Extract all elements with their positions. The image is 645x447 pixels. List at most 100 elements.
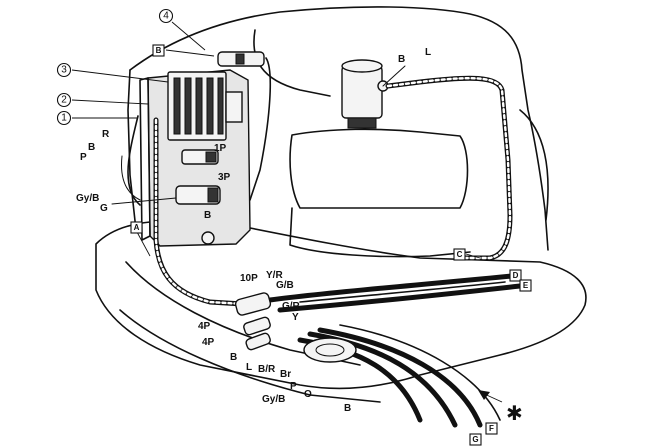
- wire-left-p: [121, 155, 141, 201]
- rectifier-fin: [173, 77, 181, 135]
- ref-box-f: F: [489, 424, 494, 433]
- wire-top-loop: [249, 57, 272, 201]
- harness-coil-loop-inner: [386, 76, 512, 260]
- label-p-left: P: [80, 152, 87, 163]
- bracket-edge: [139, 77, 151, 241]
- ref-box-a: A: [134, 223, 140, 232]
- wire-labels: R B P Gy/B G 1P 3P B B L 10P Y/R G/B G/R…: [76, 47, 431, 414]
- label-b-coil: B: [398, 54, 405, 65]
- ref-box-d: D: [513, 271, 519, 280]
- ref-box-a-frame: [130, 221, 143, 234]
- engine-outline: [95, 6, 587, 403]
- leader-b-box: [165, 49, 215, 57]
- rectifier-fin: [184, 77, 192, 135]
- wire-left-g: [111, 197, 177, 205]
- label-gb: G/B: [276, 280, 294, 291]
- top-connector: [217, 51, 265, 67]
- rectifier-side-block: [225, 91, 243, 123]
- rectifier-fin: [206, 77, 214, 135]
- label-g-left: G: [100, 203, 108, 214]
- leader-lines: [71, 21, 503, 403]
- label-yr: Y/R: [266, 270, 283, 281]
- ref-box-g-frame: [469, 433, 482, 446]
- callout-circle-3: [56, 62, 72, 78]
- connector-3p-cap: [207, 187, 219, 203]
- label-b-left: B: [88, 142, 95, 153]
- connector-1p-cap: [205, 151, 217, 163]
- leader-c3: [71, 69, 169, 83]
- tray-outline: [95, 221, 587, 390]
- label-b-lower: B: [230, 352, 237, 363]
- ref-box-g: G: [472, 435, 478, 444]
- leader-c4: [171, 21, 206, 51]
- leader-a-box: [136, 231, 151, 257]
- tray-lower-lip: [119, 309, 381, 403]
- callout-circle-4: [158, 8, 174, 24]
- callout-1: 1: [61, 113, 67, 124]
- label-1p: 1P: [214, 143, 227, 154]
- lower-connectors: [234, 292, 357, 363]
- label-b-under-3p: B: [204, 210, 211, 221]
- ref-box-e: E: [523, 281, 529, 290]
- connector-4p-a: [243, 316, 271, 336]
- ref-box-b-frame: [152, 44, 165, 57]
- view-mark: ✱: [506, 401, 523, 425]
- harness-to-d: [267, 273, 515, 303]
- rectifier-fin: [217, 77, 224, 135]
- engine-right-flank: [519, 109, 549, 221]
- engine-left-side: [127, 69, 137, 231]
- callouts: 4 3 2 1: [56, 8, 174, 126]
- engine-mid-block: [289, 128, 469, 209]
- tray-inner-rim: [125, 261, 361, 366]
- top-connector-lock: [235, 53, 245, 65]
- engine-top-cowl: [129, 6, 549, 251]
- coil-body: [341, 65, 383, 119]
- ref-box-f-frame: [485, 422, 498, 435]
- ref-box-c-frame: [453, 248, 466, 261]
- bracket-connectors: [175, 149, 221, 245]
- coil-cap: [341, 59, 383, 73]
- ref-box-b: B: [156, 46, 162, 55]
- callout-2: 2: [61, 95, 67, 106]
- leader-c-box: [465, 253, 481, 259]
- rectifier-fin: [195, 77, 203, 135]
- ref-box-c: C: [457, 250, 463, 259]
- label-10p: 10P: [240, 273, 258, 284]
- label-gyb-lower: Gy/B: [262, 394, 285, 405]
- label-l-lower: L: [246, 362, 252, 373]
- engine-lower-block: [289, 207, 471, 258]
- view-arrow-head: [478, 390, 490, 400]
- ref-box-e-frame: [519, 279, 532, 292]
- wire-left-r: [127, 115, 141, 206]
- label-br-lower: B/R: [258, 364, 276, 375]
- wire-coil-b: [382, 65, 406, 87]
- reference-boxes: B A C D E F G: [130, 44, 532, 446]
- label-b-bottom: B: [344, 403, 351, 414]
- harness-coil-loop: [385, 75, 513, 261]
- callout-circle-1: [56, 110, 72, 126]
- ref-box-d-frame: [509, 269, 522, 282]
- label-4p-a: 4P: [198, 321, 211, 332]
- label-l-coil: L: [425, 47, 431, 58]
- coil-base: [347, 117, 377, 129]
- wire-grommet-core: [315, 343, 345, 357]
- callout-circle-2: [56, 92, 72, 108]
- label-r: R: [102, 129, 110, 140]
- connector-10p: [234, 292, 272, 316]
- ignition-coil: [341, 59, 389, 129]
- engine-back-ridge: [253, 29, 331, 97]
- harness-bundle-bottom-3: [317, 327, 483, 428]
- harness-to-e: [277, 283, 523, 313]
- label-p-lower: P: [290, 381, 297, 392]
- harness-to-d-inner: [299, 281, 506, 303]
- callout-3: 3: [61, 65, 67, 76]
- connector-4p-b: [245, 332, 271, 351]
- label-gr: G/R: [282, 301, 301, 312]
- harness-bundle-outline: [339, 324, 501, 421]
- bracket-bolt: [201, 231, 215, 245]
- harness-left-down-inner: [154, 118, 262, 307]
- leader-c2: [71, 99, 149, 105]
- label-4p-b: 4P: [202, 337, 215, 348]
